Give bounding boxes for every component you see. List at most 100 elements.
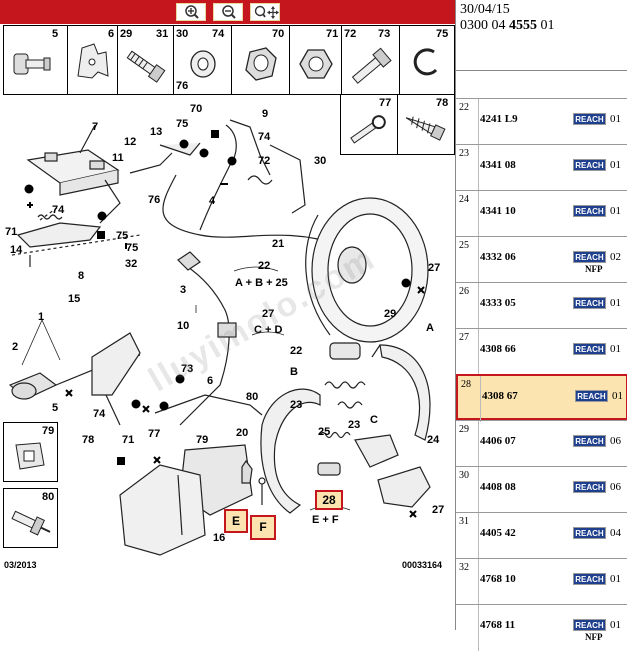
- highlight-F[interactable]: F: [250, 515, 276, 540]
- zoom-in-button[interactable]: [176, 3, 206, 21]
- side-box-80[interactable]: 80: [3, 488, 58, 548]
- thumb-part-71[interactable]: 71: [290, 26, 342, 94]
- thumb-part-5[interactable]: 5: [4, 26, 68, 94]
- row-number: 32: [459, 562, 469, 573]
- reach-badge[interactable]: REACH: [573, 481, 606, 493]
- callout-70: 32: [125, 258, 137, 270]
- reach-badge[interactable]: REACH: [573, 159, 606, 171]
- thumb-part-30-74-76[interactable]: 30 74 76: [174, 26, 232, 94]
- row-number: 23: [459, 148, 469, 159]
- callout-25: 24: [427, 434, 440, 446]
- part-qty: 01: [610, 205, 621, 217]
- callout-72: 71: [5, 226, 17, 238]
- row-divider: [478, 467, 479, 513]
- row-divider: [478, 421, 479, 467]
- part-code[interactable]: 4406 07: [480, 435, 516, 447]
- part-qty: 01: [612, 390, 623, 402]
- thumb-part-78[interactable]: 78: [398, 95, 455, 154]
- callout-76b: 75: [116, 230, 128, 242]
- parts-panel: 30/04/15 0300 04 4555 01 22 4241 L9 REACH 0…: [455, 0, 627, 651]
- part-code[interactable]: 4341 10: [480, 205, 516, 217]
- thumb-part-6[interactable]: 6: [68, 26, 118, 94]
- zoom-pan-button[interactable]: [250, 3, 280, 21]
- reach-badge[interactable]: REACH: [573, 343, 606, 355]
- reach-badge[interactable]: REACH: [573, 619, 606, 631]
- part-code[interactable]: 4308 67: [482, 390, 518, 402]
- reach-badge[interactable]: REACH: [573, 297, 606, 309]
- callout-79: 78: [82, 434, 94, 446]
- part-code[interactable]: 4332 06: [480, 251, 516, 263]
- part-code[interactable]: 4405 42: [480, 527, 516, 539]
- thumb-label: 72: [344, 28, 357, 40]
- thumb-label: 5: [52, 28, 59, 40]
- callout-10: 10: [177, 320, 189, 332]
- callout-8: 8: [78, 270, 84, 282]
- callout-5: 5: [52, 402, 58, 414]
- callout-6: 6: [207, 375, 213, 387]
- reach-badge[interactable]: REACH: [573, 435, 606, 447]
- side-box-79[interactable]: 79: [3, 422, 58, 482]
- row-divider: [478, 329, 479, 375]
- part-code[interactable]: 4241 L9: [480, 113, 518, 125]
- part-code[interactable]: 4408 08: [480, 481, 516, 493]
- wood-screw-icon: [405, 116, 446, 141]
- reach-badge[interactable]: REACH: [573, 527, 606, 539]
- thumb-part-70[interactable]: 70: [232, 26, 290, 94]
- nfp-label: NFP: [585, 264, 603, 274]
- rivet-icon: [11, 510, 51, 536]
- part-code[interactable]: 4768 11: [480, 619, 516, 631]
- parts-header: 30/04/15 0300 04 4555 01: [456, 0, 627, 71]
- header-date: 30/04/15: [460, 2, 510, 17]
- callout-3: 3: [180, 284, 186, 296]
- part-code[interactable]: 4768 10: [480, 573, 516, 585]
- reach-badge[interactable]: REACH: [573, 573, 606, 585]
- thumb-part-29-31[interactable]: 29 31: [118, 26, 174, 94]
- reach-badge[interactable]: REACH: [573, 113, 606, 125]
- callout-20: 20: [236, 427, 248, 439]
- thumb-part-77[interactable]: 77: [341, 95, 398, 154]
- nut-icon: [245, 47, 277, 81]
- callout-29: 27: [428, 262, 440, 274]
- thumb-label: 76: [176, 80, 189, 92]
- reach-badge[interactable]: REACH: [573, 205, 606, 217]
- part-code[interactable]: 4308 66: [480, 343, 516, 355]
- thumb-part-75[interactable]: 75: [400, 26, 454, 94]
- part-code[interactable]: 4341 08: [480, 159, 516, 171]
- callout-78: 77: [148, 428, 160, 440]
- part-row-selected[interactable]: 28 4308 67 REACH 01: [456, 374, 627, 422]
- row-divider: [478, 145, 479, 191]
- row-number: 28: [461, 379, 471, 390]
- thumb-label: 73: [378, 28, 391, 40]
- callout-26: 25: [318, 426, 330, 438]
- row-number: 27: [459, 332, 469, 343]
- reach-badge[interactable]: REACH: [573, 251, 606, 263]
- highlight-28[interactable]: 28: [315, 490, 343, 510]
- callout-21: 21: [272, 238, 284, 250]
- part-row[interactable]: 23 4341 08 REACH 01: [456, 144, 627, 191]
- part-qty: 02: [610, 251, 621, 263]
- row-number: 24: [459, 194, 469, 205]
- highlight-E[interactable]: E: [224, 509, 248, 533]
- zoom-out-button[interactable]: [213, 3, 243, 21]
- callout-24: 23: [348, 419, 360, 431]
- row-number: 22: [459, 102, 469, 113]
- part-code[interactable]: 4333 05: [480, 297, 516, 309]
- callout-D: C: [370, 414, 378, 426]
- part-qty: 01: [610, 159, 621, 171]
- callout-75c: 74: [93, 408, 106, 420]
- reach-badge[interactable]: REACH: [575, 390, 608, 402]
- row-number: 25: [459, 240, 469, 251]
- thumb-part-72-73[interactable]: 72 73: [342, 26, 400, 94]
- side-80-label: 80: [42, 491, 55, 503]
- part-row[interactable]: 24 4341 10 REACH 01: [456, 190, 627, 237]
- footer-date: 03/2013: [4, 560, 37, 570]
